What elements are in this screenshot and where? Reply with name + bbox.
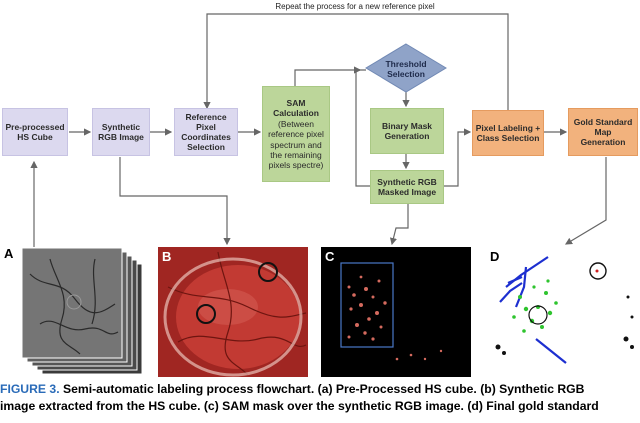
arrow-sam-to-threshold [294, 66, 362, 86]
panel-c-letter: C [325, 249, 335, 264]
figure-caption: FIGURE 3. Semi-automatic labeling proces… [0, 381, 640, 415]
node-synthetic-rgb: Synthetic RGB Image [92, 108, 150, 156]
node-reference-pixel: Reference Pixel Coordinates Selection [174, 108, 238, 156]
arrow-masked-to-panel-c [389, 204, 409, 246]
panel-c-sam-mask: C [321, 247, 471, 377]
node-gold-standard: Gold Standard Map Generation [568, 108, 638, 156]
panel-d-gold-standard: D [486, 247, 638, 377]
caption-line-2: image extracted from the HS cube. (c) SA… [0, 399, 599, 413]
panel-d-letter: D [490, 249, 500, 264]
rgb-tissue-image [158, 247, 308, 377]
caption-line-1: FIGURE 3. Semi-automatic labeling proces… [0, 381, 640, 398]
arrow-masked-to-labeling [444, 128, 472, 187]
caption-line-1-text: Semi-automatic labeling process flowchar… [62, 382, 585, 396]
threshold-diamond [365, 43, 447, 93]
gold-standard-map [495, 256, 634, 364]
hs-cube-image [21, 247, 143, 375]
loop-label: Repeat the process for a new reference p… [275, 2, 435, 11]
sam-description: (Between reference pixel spectrum and th… [268, 119, 324, 170]
panel-b-letter: B [162, 249, 172, 264]
node-pixel-labeling: Pixel Labeling + Class Selection [472, 110, 544, 156]
arrow-rgb-to-panel-b [119, 157, 231, 246]
arrow-repeat-loop [203, 13, 509, 110]
node-masked-image: Synthetic RGB Masked Image [370, 170, 444, 204]
panel-a-hs-cube: A [0, 244, 152, 378]
node-threshold-selection: Threshold Selection [385, 58, 427, 79]
sam-mask-image [340, 262, 443, 361]
node-sam-calculation: SAM Calculation (Between reference pixel… [262, 86, 330, 182]
node-hs-cube: Pre-processed HS Cube [2, 108, 68, 156]
panel-b-rgb-image: B [158, 247, 308, 377]
figure-label: FIGURE 3. [0, 382, 60, 396]
arrow-gold-to-panel-d [564, 157, 607, 245]
arrow-feedback [355, 69, 370, 187]
sam-title: SAM Calculation [273, 97, 319, 119]
panel-a-letter: A [4, 246, 14, 261]
node-binary-mask: Binary Mask Generation [370, 108, 444, 154]
